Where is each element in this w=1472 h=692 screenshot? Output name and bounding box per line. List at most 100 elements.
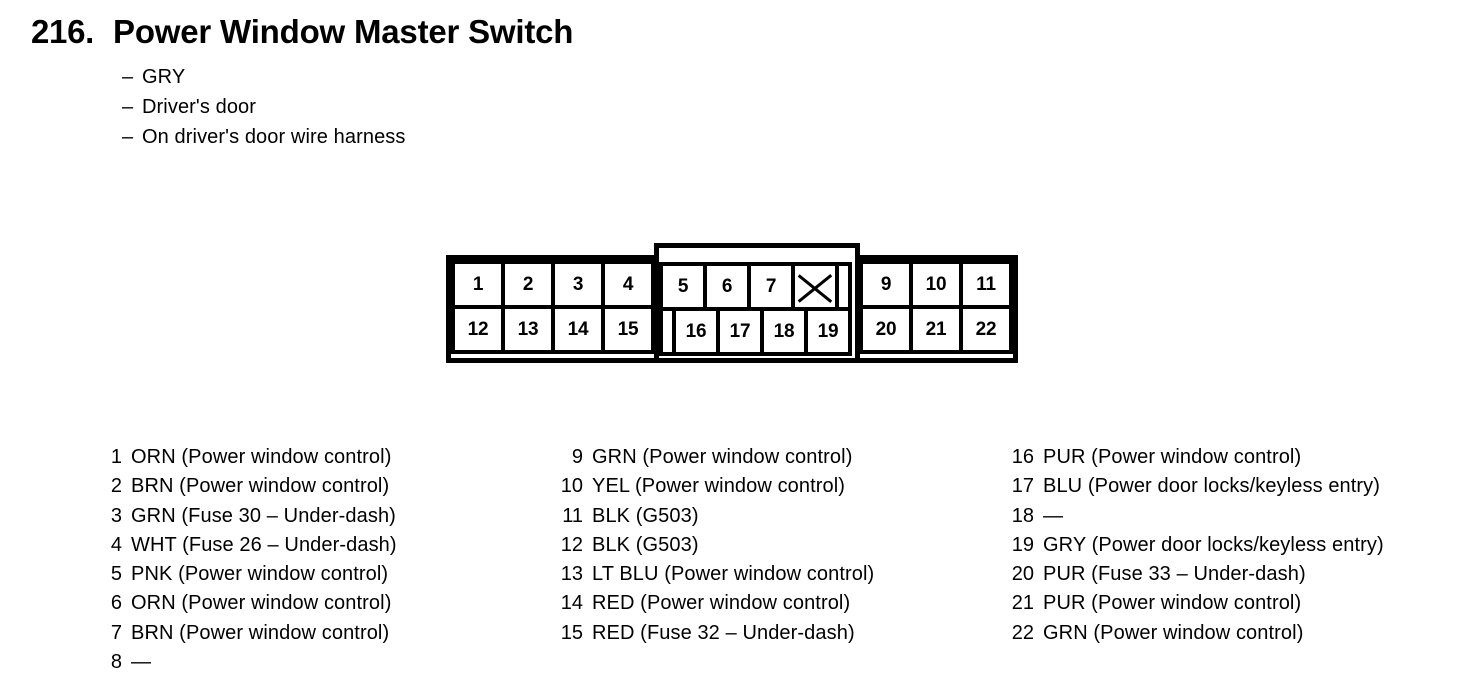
- legend-pin-number: 1: [110, 446, 122, 468]
- legend-pin-desc: RED (Power window control): [592, 592, 851, 615]
- pin-row-bottom: 12 13 14 15: [451, 305, 655, 354]
- legend-pin-desc: BRN (Power window control): [131, 475, 390, 498]
- legend-pin-number: 20: [1011, 563, 1034, 586]
- pin-cell: 7: [747, 262, 795, 311]
- legend-row: 20 PUR (Fuse 33 – Under-dash): [1008, 560, 1384, 589]
- legend-pin-number: 15: [560, 621, 583, 644]
- legend-pin-desc: PUR (Fuse 33 – Under-dash): [1043, 563, 1306, 586]
- pin-legend-column-1: 1 ORN (Power window control) 2 BRN (Powe…: [96, 443, 397, 677]
- legend-row: 2 BRN (Power window control): [96, 472, 397, 501]
- list-item: – Driver's door: [122, 92, 406, 122]
- legend-row: 11 BLK (G503): [557, 502, 874, 531]
- pin-cell: 15: [601, 305, 655, 354]
- legend-row: 17 BLU (Power door locks/keyless entry): [1008, 472, 1384, 501]
- legend-pin-desc: —: [131, 651, 152, 674]
- legend-pin-desc: GRN (Power window control): [592, 446, 853, 468]
- legend-row: 3 GRN (Fuse 30 – Under-dash): [96, 502, 397, 531]
- pin-cell: 2: [501, 260, 555, 309]
- legend-pin-desc: GRY (Power door locks/keyless entry): [1043, 533, 1384, 556]
- pin-cell-unused-8: [791, 262, 839, 311]
- legend-row: 19 GRY (Power door locks/keyless entry): [1008, 531, 1384, 560]
- legend-row: 14 RED (Power window control): [557, 589, 874, 618]
- pin-cell: 11: [959, 260, 1013, 309]
- dash-icon: –: [122, 66, 134, 88]
- pin-cell: 13: [501, 305, 555, 354]
- pin-legend-column-2: 9 GRN (Power window control) 10 YEL (Pow…: [557, 443, 874, 648]
- legend-pin-number: 22: [1011, 621, 1034, 644]
- legend-pin-number: 17: [1011, 475, 1034, 498]
- pin-cell: 3: [551, 260, 605, 309]
- legend-row: 18 —: [1008, 502, 1384, 531]
- legend-pin-desc: GRN (Power window control): [1043, 621, 1304, 644]
- pin-cell: 4: [601, 260, 655, 309]
- legend-pin-desc: —: [1043, 504, 1064, 527]
- legend-pin-desc: ORN (Power window control): [131, 592, 392, 615]
- legend-pin-number: 10: [560, 475, 583, 498]
- pin-row-top: 1 2 3 4: [451, 260, 655, 309]
- legend-pin-number: 6: [110, 592, 122, 615]
- legend-pin-number: 2: [110, 475, 122, 498]
- legend-row: 9 GRN (Power window control): [557, 443, 874, 472]
- legend-row: 21 PUR (Power window control): [1008, 589, 1384, 618]
- list-item: – On driver's door wire harness: [122, 122, 406, 152]
- legend-row: 15 RED (Fuse 32 – Under-dash): [557, 619, 874, 648]
- pin-cell: 16: [672, 307, 720, 356]
- connector-attributes-list: – GRY – Driver's door – On driver's door…: [122, 62, 406, 152]
- legend-pin-number: 14: [560, 592, 583, 615]
- pin-legend-column-3: 16 PUR (Power window control) 17 BLU (Po…: [1008, 443, 1384, 648]
- legend-pin-number: 12: [560, 533, 583, 556]
- pin-cell: 12: [451, 305, 505, 354]
- legend-row: 5 PNK (Power window control): [96, 560, 397, 589]
- pin-cell: 22: [959, 305, 1013, 354]
- legend-row: 8 —: [96, 648, 397, 677]
- legend-row: 12 BLK (G503): [557, 531, 874, 560]
- pin-cell: 21: [909, 305, 963, 354]
- legend-pin-number: 16: [1011, 446, 1034, 468]
- pin-cell-blank: [835, 262, 852, 311]
- legend-pin-desc: PNK (Power window control): [131, 563, 389, 586]
- legend-row: 16 PUR (Power window control): [1008, 443, 1384, 472]
- legend-pin-number: 3: [110, 504, 122, 527]
- pin-row-bottom: 20 21 22: [859, 305, 1013, 354]
- legend-pin-desc: YEL (Power window control): [592, 475, 846, 498]
- list-item-label: Driver's door: [142, 96, 257, 118]
- legend-pin-desc: BRN (Power window control): [131, 621, 390, 644]
- pin-row-bottom: 16 17 18 19: [659, 307, 855, 356]
- legend-pin-number: 11: [562, 504, 583, 527]
- legend-pin-desc: PUR (Power window control): [1043, 446, 1302, 468]
- pin-cell: 1: [451, 260, 505, 309]
- legend-pin-number: 4: [110, 533, 122, 556]
- list-item: – GRY: [122, 62, 406, 92]
- pin-cell: 10: [909, 260, 963, 309]
- pin-cell: 18: [760, 307, 808, 356]
- legend-pin-number: 9: [571, 446, 583, 468]
- legend-row: 22 GRN (Power window control): [1008, 619, 1384, 648]
- legend-pin-desc: BLK (G503): [592, 533, 699, 556]
- legend-pin-number: 13: [560, 563, 583, 586]
- pin-cell: 20: [859, 305, 913, 354]
- connector-pinout-diagram: 1 2 3 4 12 13 14 15 9 10 11 20 21 22 5 6…: [446, 243, 1018, 363]
- pin-cell: 14: [551, 305, 605, 354]
- legend-row: 6 ORN (Power window control): [96, 589, 397, 618]
- dash-icon: –: [122, 126, 134, 148]
- connector-left-section: 1 2 3 4 12 13 14 15: [446, 255, 660, 363]
- legend-pin-number: 21: [1011, 592, 1034, 615]
- pin-cell: 19: [804, 307, 852, 356]
- pin-row-top: 9 10 11: [859, 260, 1013, 309]
- dash-icon: –: [122, 96, 134, 118]
- page-title: 216. Power Window Master Switch: [31, 13, 573, 51]
- legend-pin-desc: GRN (Fuse 30 – Under-dash): [131, 504, 396, 527]
- legend-pin-number: 19: [1011, 533, 1034, 556]
- pin-cell: 17: [716, 307, 764, 356]
- legend-pin-number: 5: [110, 563, 122, 586]
- pin-row-top: 5 6 7: [659, 262, 855, 311]
- legend-pin-desc: RED (Fuse 32 – Under-dash): [592, 621, 855, 644]
- legend-pin-number: 18: [1011, 504, 1034, 527]
- legend-row: 7 BRN (Power window control): [96, 619, 397, 648]
- legend-pin-desc: PUR (Power window control): [1043, 592, 1302, 615]
- legend-pin-desc: ORN (Power window control): [131, 446, 392, 468]
- list-item-label: On driver's door wire harness: [142, 126, 406, 148]
- legend-pin-desc: BLU (Power door locks/keyless entry): [1043, 475, 1381, 498]
- legend-pin-number: 7: [110, 621, 122, 644]
- legend-row: 10 YEL (Power window control): [557, 472, 874, 501]
